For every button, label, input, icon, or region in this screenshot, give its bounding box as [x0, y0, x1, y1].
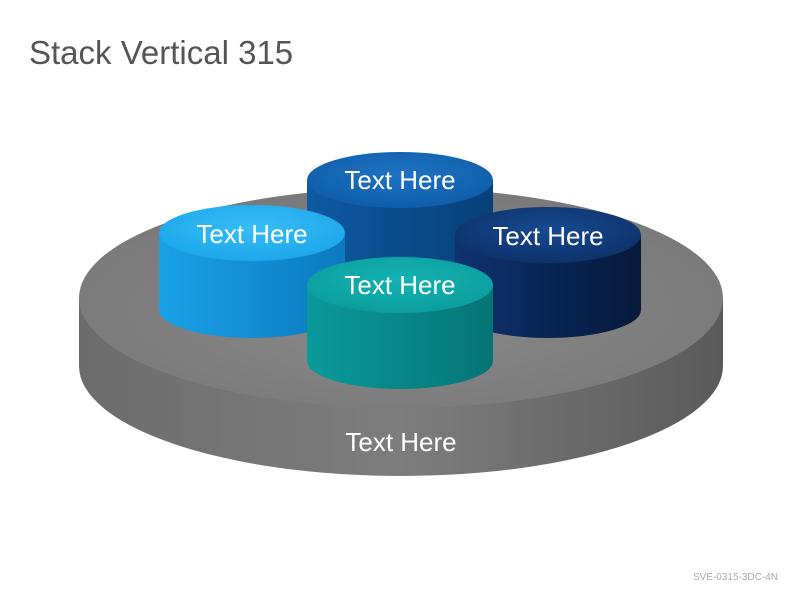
cylinder-right-label: Text Here	[492, 221, 603, 251]
cylinder-top-label: Text Here	[344, 165, 455, 195]
cylinder-left-label: Text Here	[196, 219, 307, 249]
cylinder-top-face	[307, 152, 493, 208]
cylinder-right-side	[455, 235, 641, 338]
cylinder-left-side	[159, 233, 345, 338]
footer-code: SVE-0315-3DC-4N	[692, 572, 778, 583]
cylinder-right-face	[455, 207, 641, 263]
cylinder-front-side	[307, 285, 493, 389]
page-title: Stack Vertical 315	[29, 34, 294, 71]
cylinder-right: Text Here	[455, 207, 641, 338]
cylinder-front-face	[307, 257, 493, 313]
base-label: Text Here	[345, 427, 456, 457]
cylinder-left: Text Here	[159, 205, 345, 338]
cylinder-front: Text Here	[307, 257, 493, 389]
cylinder-front-label: Text Here	[344, 270, 455, 300]
cylinder-left-face	[159, 205, 345, 261]
